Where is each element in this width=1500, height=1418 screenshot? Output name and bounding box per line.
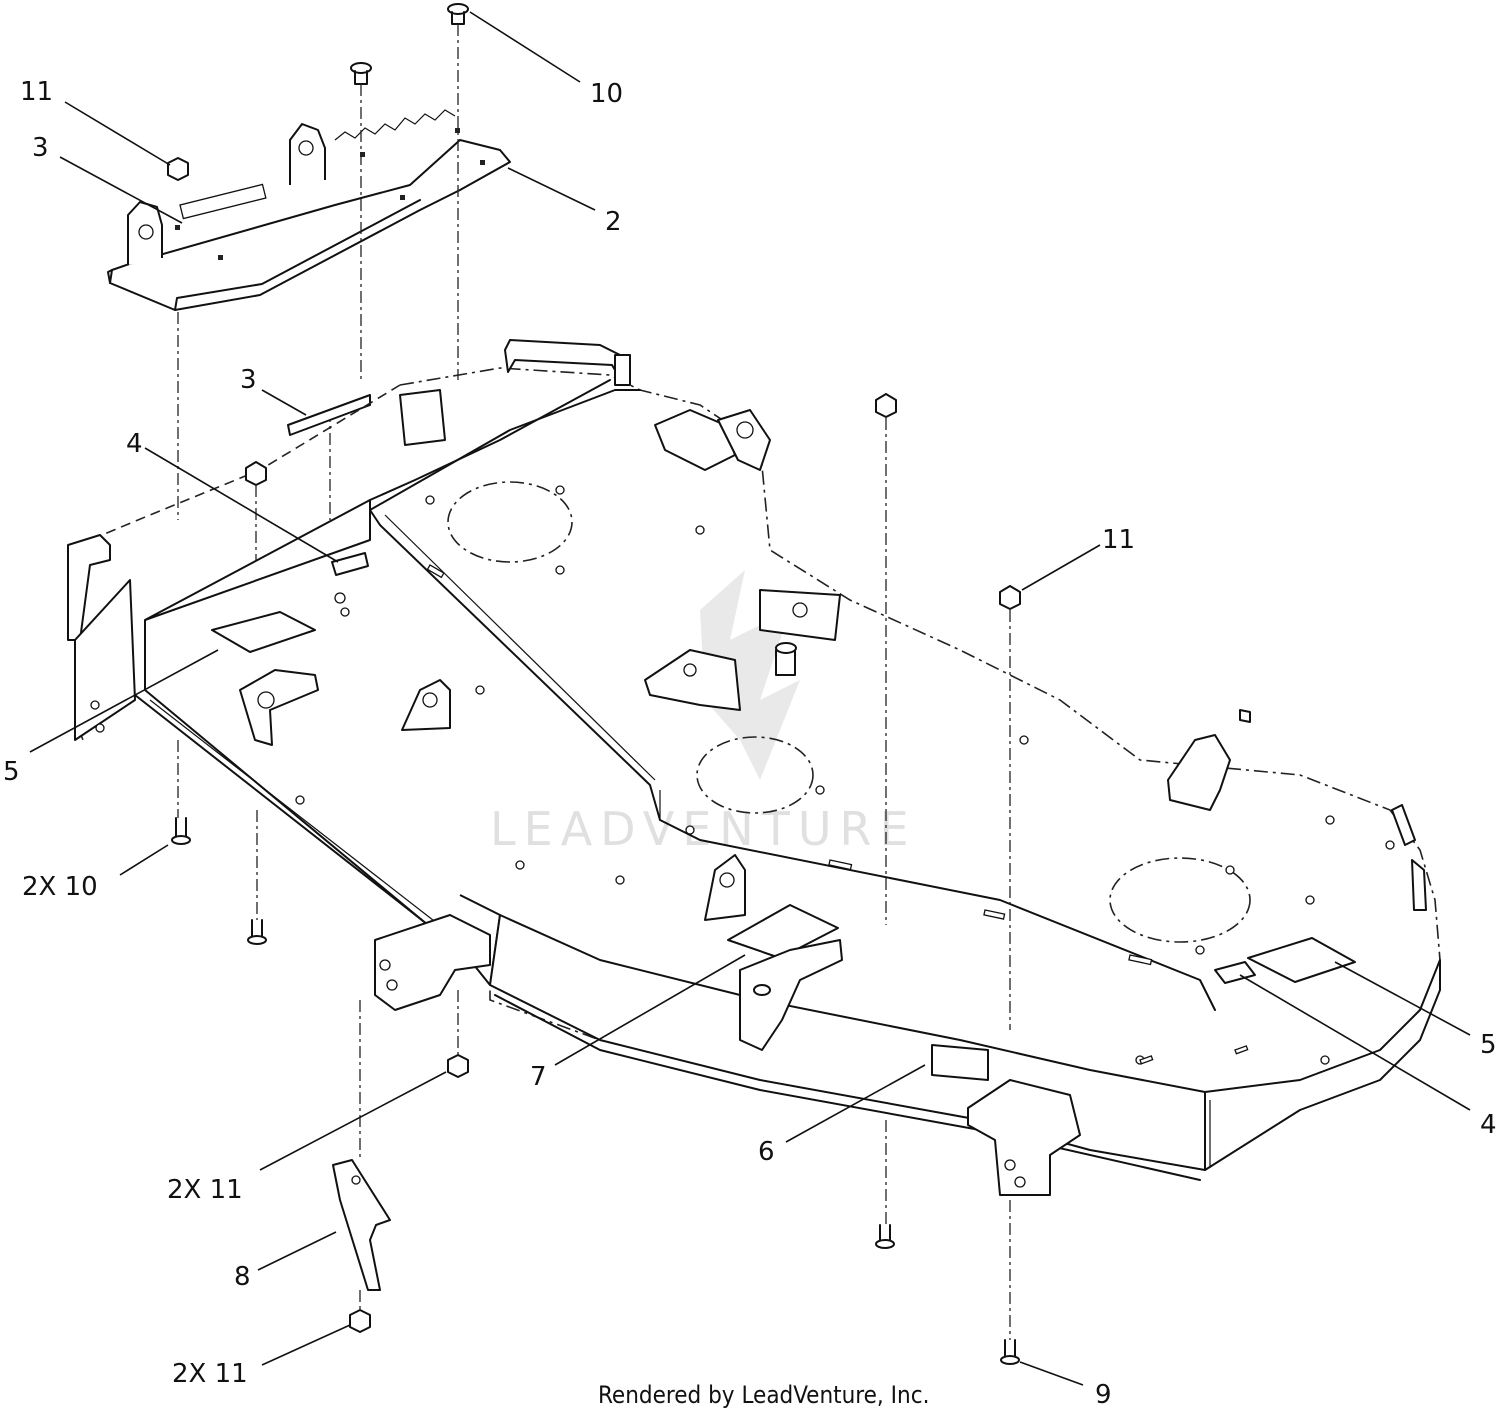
render-credit: Rendered by LeadVenture, Inc. bbox=[598, 1381, 929, 1409]
callout-7: 7 bbox=[530, 1062, 547, 1092]
callout-3-mid: 3 bbox=[240, 365, 257, 395]
decal-5-right bbox=[1247, 937, 1356, 983]
decal-4-left bbox=[331, 552, 369, 576]
callout-5-left: 5 bbox=[3, 757, 20, 787]
callout-2x10: 2X 10 bbox=[22, 872, 98, 902]
decal-6 bbox=[931, 1044, 989, 1081]
callout-2x11-upper: 2X 11 bbox=[167, 1175, 243, 1205]
callout-10-top: 10 bbox=[590, 79, 623, 109]
callout-9: 9 bbox=[1095, 1380, 1112, 1410]
decal-strip bbox=[287, 394, 371, 436]
callout-labels: 11 3 10 2 3 4 11 5 2X 10 5 4 7 6 2X 11 8… bbox=[3, 77, 1497, 1410]
bolt-top-right bbox=[447, 3, 469, 25]
callout-3-top: 3 bbox=[32, 133, 49, 163]
leader-lines bbox=[29, 11, 1471, 1386]
callout-5-right: 5 bbox=[1480, 1030, 1497, 1060]
callout-4-left: 4 bbox=[126, 429, 143, 459]
callout-6: 6 bbox=[758, 1137, 775, 1167]
decal-7 bbox=[727, 904, 839, 959]
callout-11-right: 11 bbox=[1102, 525, 1135, 555]
callout-8: 8 bbox=[234, 1262, 251, 1292]
callout-11-top: 11 bbox=[20, 77, 53, 107]
bolt-top-mid bbox=[350, 62, 372, 85]
decal-5-left bbox=[211, 611, 316, 653]
decal-4-right bbox=[1214, 961, 1256, 984]
top-mount-plate bbox=[107, 109, 511, 311]
watermark-text: LEADVENTURE bbox=[490, 802, 917, 856]
callout-4-right: 4 bbox=[1480, 1110, 1497, 1140]
nut-top-left bbox=[167, 157, 189, 181]
chute-deflector bbox=[332, 1159, 391, 1291]
callout-2: 2 bbox=[605, 207, 622, 237]
callout-2x11-lower: 2X 11 bbox=[172, 1359, 248, 1389]
deck-brackets bbox=[67, 339, 1427, 1196]
